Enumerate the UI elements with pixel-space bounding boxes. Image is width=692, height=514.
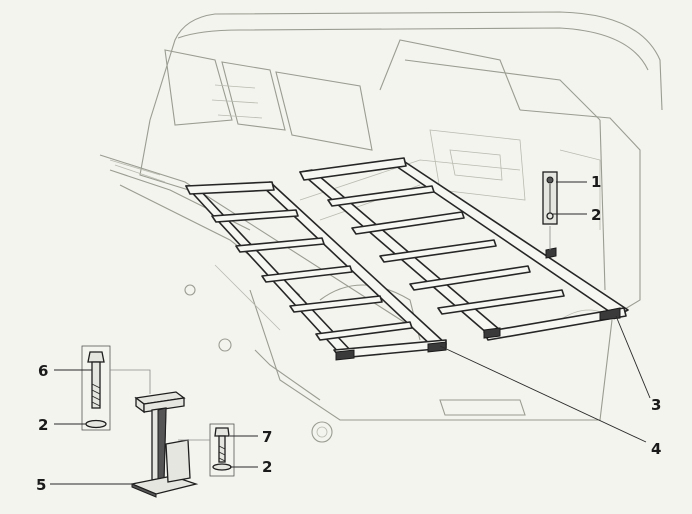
- bolt-assembly-7: [209, 423, 235, 477]
- callout-4: 4: [651, 440, 661, 458]
- right-rack-frame: [299, 157, 629, 341]
- leader-lines: [50, 181, 651, 485]
- callout-3: 3: [651, 396, 661, 414]
- callout-2-bracket: 2: [591, 206, 601, 224]
- vehicle-body-outline: [99, 11, 663, 443]
- callout-1: 1: [591, 173, 601, 191]
- callout-6: 6: [38, 362, 48, 380]
- wall-bracket-detail: [542, 171, 558, 250]
- callout-2-bolt-7: 2: [262, 458, 272, 476]
- support-post: [110, 369, 210, 498]
- left-rack-frame: [185, 181, 447, 361]
- bolt-assembly-6: [81, 345, 111, 431]
- callout-2-bolt-6: 2: [38, 416, 48, 434]
- callout-5: 5: [36, 476, 46, 494]
- callout-7: 7: [262, 428, 272, 446]
